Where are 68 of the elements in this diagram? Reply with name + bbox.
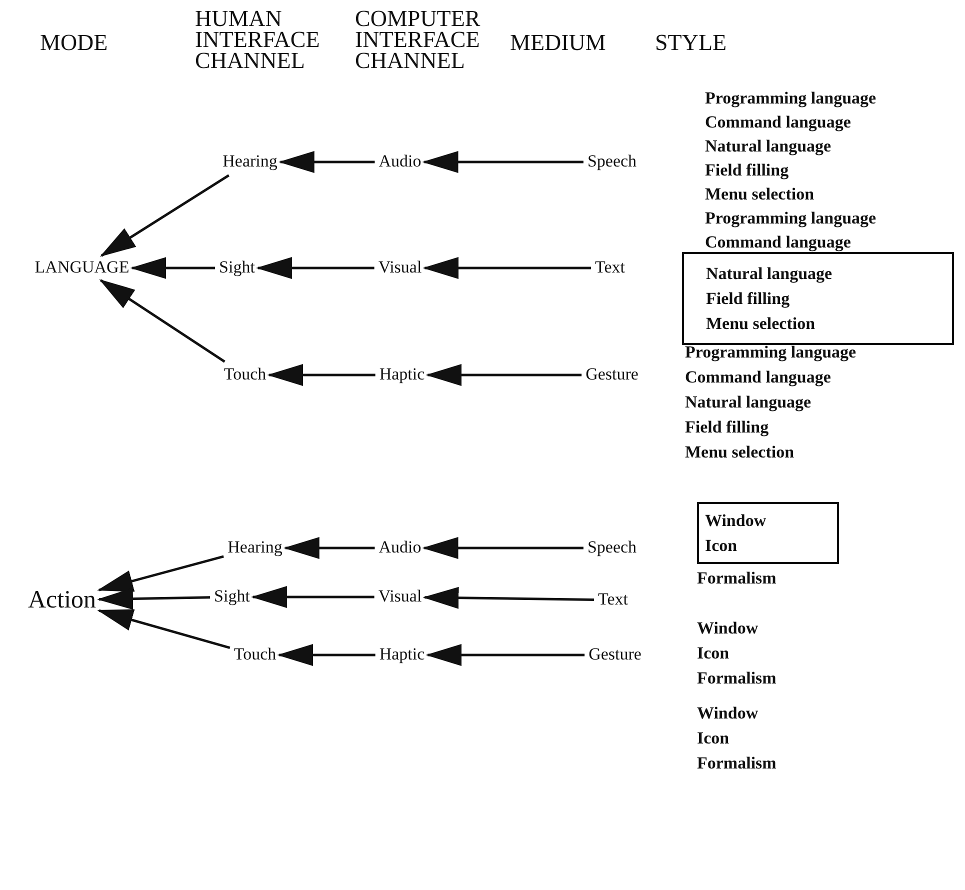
style-option: Window: [697, 704, 758, 722]
node-label: Gesture: [586, 366, 638, 384]
arrow: [422, 586, 594, 609]
arrow: [422, 257, 592, 279]
style-option: Window: [697, 620, 758, 636]
style-option: Programming language: [705, 90, 876, 106]
arrow: [97, 609, 230, 650]
style-option: Menu selection: [705, 186, 814, 202]
style-group-box: [682, 252, 954, 345]
arrow: [277, 644, 376, 666]
arrow: [97, 555, 224, 592]
arrow: [267, 364, 376, 386]
node-label: Sight: [219, 258, 255, 278]
node-label: Audio: [378, 152, 422, 172]
arrow: [278, 151, 375, 173]
node-label: LANGUAGE: [34, 258, 130, 278]
node-label: Action: [28, 586, 96, 614]
node-label: Speech: [587, 152, 637, 172]
arrow: [130, 257, 216, 279]
style-option: Field filling: [706, 286, 952, 311]
style-option: Field filling: [685, 418, 769, 436]
arrow: [283, 537, 375, 559]
node-label: Text: [595, 258, 625, 278]
arrow: [250, 586, 374, 608]
node-label: Touch: [224, 366, 266, 384]
style-option: Command language: [705, 234, 851, 250]
style-option: Menu selection: [685, 444, 794, 460]
style-option: Window: [705, 508, 837, 533]
column-heading: COMPUTER INTERFACE CHANNEL: [355, 8, 482, 71]
column-heading: MODE: [40, 32, 109, 53]
style-option: Programming language: [705, 210, 876, 226]
style-option: Command language: [705, 114, 851, 130]
arrow: [426, 364, 582, 386]
arrow: [100, 174, 230, 257]
node-label: Audio: [378, 538, 422, 558]
column-heading: HUMAN INTERFACE CHANNEL: [195, 8, 321, 71]
node-label: Visual: [378, 588, 422, 606]
style-group-box: [697, 502, 839, 564]
node-label: Haptic: [379, 646, 425, 664]
arrow: [422, 151, 584, 173]
style-option: Icon: [697, 730, 730, 746]
node-label: Haptic: [379, 366, 425, 384]
style-option: Natural language: [705, 138, 832, 154]
style-option: Programming language: [685, 344, 856, 360]
arrow: [422, 537, 584, 559]
style-option: Formalism: [697, 570, 776, 586]
column-heading: MEDIUM: [510, 32, 607, 53]
node-label: Speech: [587, 538, 637, 558]
arrow: [256, 257, 374, 279]
style-option: Field filling: [705, 162, 789, 178]
style-option: Menu selection: [706, 311, 952, 336]
node-label: Hearing: [222, 152, 278, 172]
node-label: Hearing: [228, 538, 282, 558]
node-label: Visual: [378, 258, 422, 278]
style-option: Icon: [705, 533, 837, 558]
node-label: Text: [598, 590, 628, 610]
style-option: Icon: [697, 644, 730, 662]
arrow: [426, 644, 585, 666]
style-option: Natural language: [706, 261, 952, 286]
node-label: Gesture: [588, 646, 642, 664]
style-option: Formalism: [697, 754, 776, 772]
style-option: Formalism: [697, 670, 776, 686]
node-label: Sight: [214, 588, 250, 606]
node-label: Touch: [234, 646, 276, 664]
column-heading: STYLE: [655, 32, 728, 53]
arrow: [99, 279, 226, 363]
style-option: Command language: [685, 368, 831, 386]
style-option: Natural language: [685, 394, 812, 410]
